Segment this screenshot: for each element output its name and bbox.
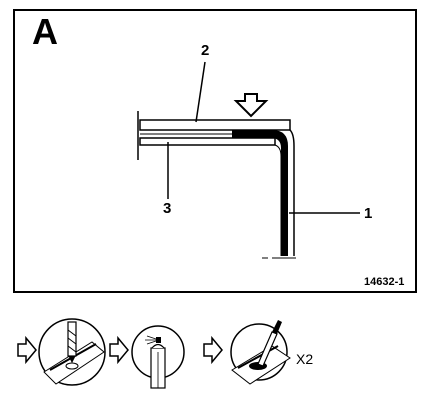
adhesive-bead — [232, 130, 288, 256]
panel-letter: A — [32, 11, 58, 52]
profile-inner-edge — [274, 144, 282, 256]
bent-profile — [289, 129, 295, 256]
flow-arrow-3-icon — [203, 335, 223, 365]
upper-panel — [139, 119, 291, 131]
flow-arrow-2-icon — [109, 335, 129, 365]
flow-arrow-1-icon — [17, 335, 37, 365]
spray-can-icon — [131, 325, 185, 389]
brush-icon — [230, 320, 291, 385]
repeat-label: X2 — [296, 351, 314, 367]
drill-icon — [38, 318, 106, 386]
callout-2: 2 — [201, 42, 210, 59]
callout-3: 3 — [163, 200, 172, 217]
callout-1: 1 — [364, 205, 373, 222]
press-arrow-icon — [233, 93, 269, 118]
diagram-frame — [13, 9, 417, 293]
reference-code: 14632-1 — [364, 276, 405, 288]
lower-panel — [139, 137, 276, 146]
leader-line-2 — [195, 61, 206, 123]
